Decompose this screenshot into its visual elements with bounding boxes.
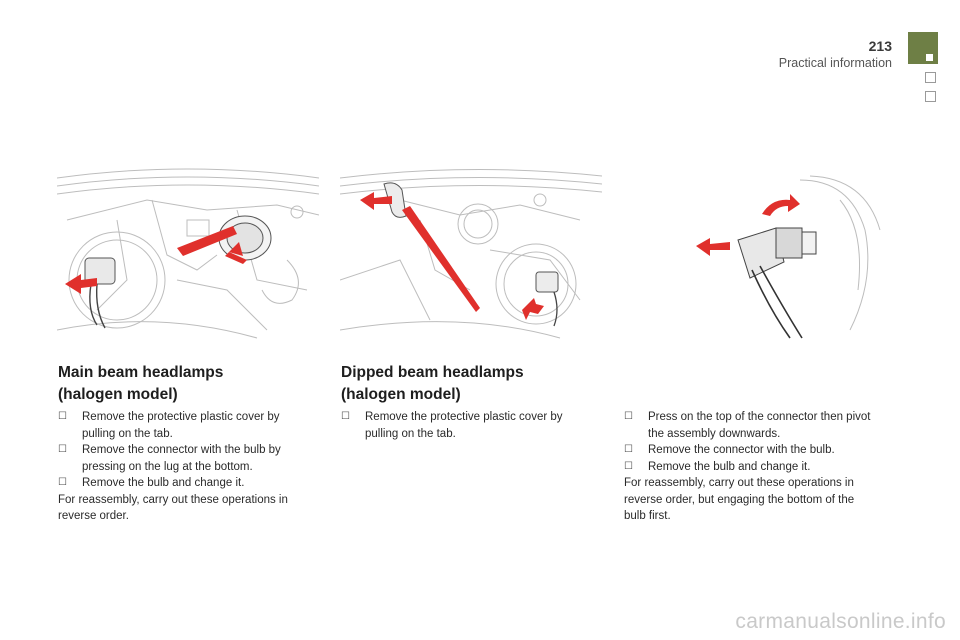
step-text: Remove the bulb and change it. bbox=[648, 460, 811, 473]
heading-line: Main beam headlamps bbox=[58, 364, 224, 381]
reassembly-note: For reassembly, carry out these operatio… bbox=[624, 477, 855, 522]
list-item: ☐ Remove the bulb and change it. bbox=[58, 475, 313, 492]
checkbox-bullet-icon: ☐ bbox=[58, 477, 67, 488]
reassembly-note: For reassembly, carry out these operatio… bbox=[58, 493, 288, 523]
checkbox-bullet-icon: ☐ bbox=[58, 444, 67, 455]
dipped-beam-instructions: ☐ Remove the protective plastic cover by … bbox=[341, 409, 586, 442]
checkbox-bullet-icon: ☐ bbox=[624, 444, 633, 455]
section-tab-active[interactable] bbox=[908, 32, 938, 64]
list-item: ☐ Remove the protective plastic cover by … bbox=[58, 409, 313, 442]
heading-line: (halogen model) bbox=[58, 386, 178, 403]
step-text: Remove the protective plastic cover by p… bbox=[365, 411, 563, 440]
checkbox-bullet-icon: ☐ bbox=[341, 411, 350, 422]
checkbox-bullet-icon: ☐ bbox=[624, 411, 633, 422]
list-item: ☐ Remove the connector with the bulb by p… bbox=[58, 442, 313, 475]
list-item: ☐ Remove the connector with the bulb. bbox=[624, 442, 879, 459]
list-item: ☐ Remove the protective plastic cover by … bbox=[341, 409, 586, 442]
heading-line: Dipped beam headlamps bbox=[341, 364, 524, 381]
list-item: ☐ Press on the top of the connector then … bbox=[624, 409, 879, 442]
list-item: ☐ Remove the bulb and change it. bbox=[624, 459, 879, 476]
step-text: Remove the protective plastic cover by p… bbox=[82, 411, 280, 440]
dipped-beam-heading: Dipped beam headlamps (halogen model) bbox=[341, 362, 524, 406]
main-beam-instructions: ☐ Remove the protective plastic cover by … bbox=[58, 409, 313, 525]
step-text: Remove the connector with the bulb. bbox=[648, 444, 835, 456]
step-text: Press on the top of the connector then p… bbox=[648, 411, 871, 440]
dipped-beam-headlamp-illustration bbox=[340, 168, 602, 339]
step-text: Remove the connector with the bulb by pr… bbox=[82, 444, 281, 473]
main-beam-headlamp-illustration bbox=[57, 168, 319, 339]
checkbox-bullet-icon: ☐ bbox=[58, 411, 67, 422]
tab-marker-icon bbox=[926, 54, 933, 61]
watermark: carmanualsonline.info bbox=[735, 610, 946, 633]
page-number: 213 bbox=[868, 38, 892, 54]
section-tab[interactable] bbox=[925, 91, 936, 102]
main-beam-heading: Main beam headlamps (halogen model) bbox=[58, 362, 223, 406]
step-text: Remove the bulb and change it. bbox=[82, 477, 245, 489]
checkbox-bullet-icon: ☐ bbox=[624, 460, 633, 472]
bulb-change-instructions: ☐ Press on the top of the connector then … bbox=[624, 409, 879, 525]
bulb-removal-illustration bbox=[696, 175, 881, 339]
heading-line: (halogen model) bbox=[341, 386, 461, 403]
section-title: Practical information bbox=[778, 56, 892, 70]
section-tab[interactable] bbox=[925, 72, 936, 83]
